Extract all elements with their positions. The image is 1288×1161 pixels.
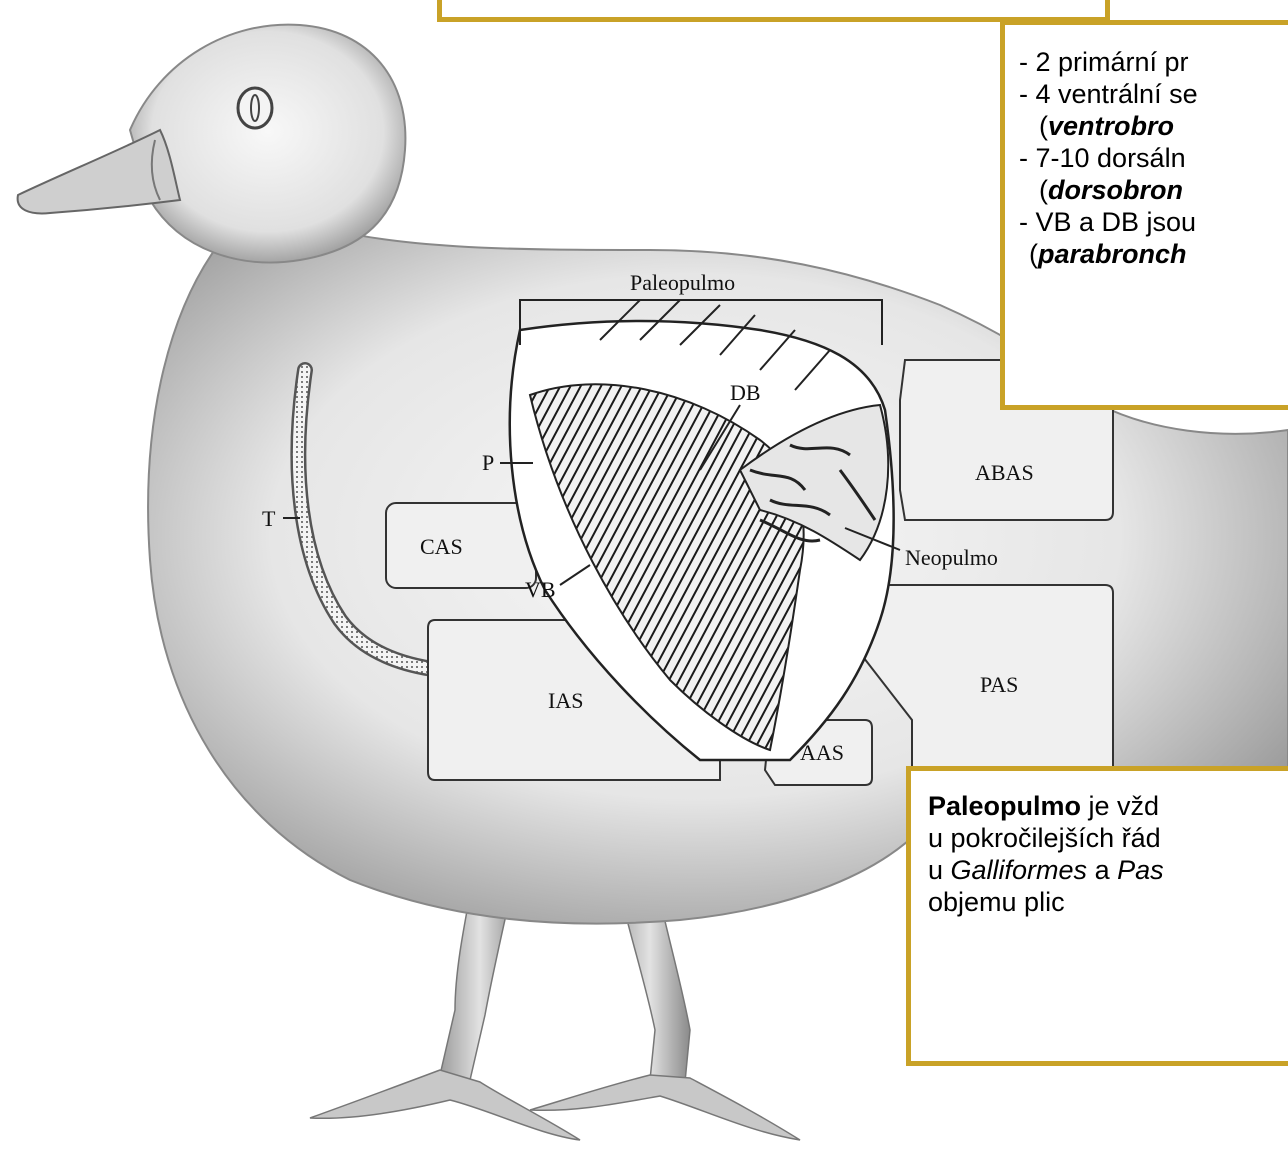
label-paleopulmo: Paleopulmo xyxy=(630,270,735,295)
right-line-3: (ventrobro xyxy=(1019,110,1288,142)
label-vb: VB xyxy=(525,577,556,602)
label-pas: PAS xyxy=(980,672,1018,697)
right-line-2: - 4 ventrální se xyxy=(1019,78,1288,110)
bottom-line-3: u Galliformes a Pas xyxy=(928,854,1288,886)
bottom-line-4: objemu plic xyxy=(928,886,1288,918)
label-p: P xyxy=(482,450,494,475)
right-line-5: (dorsobron xyxy=(1019,174,1288,206)
bird-head xyxy=(18,25,406,263)
label-ias: IAS xyxy=(548,688,583,713)
term-parabronchi: parabronch xyxy=(1038,239,1187,269)
bottom-line-1: Paleopulmo je vžd xyxy=(928,790,1288,822)
label-t: T xyxy=(262,506,276,531)
right-line-1: - 2 primární pr xyxy=(1019,46,1288,78)
taxon-passeriformes: Pas xyxy=(1117,855,1164,885)
right-line-4: - 7-10 dorsáln xyxy=(1019,142,1288,174)
term-ventrobronchi: ventrobro xyxy=(1048,111,1174,141)
label-neopulmo: Neopulmo xyxy=(905,545,998,570)
term-paleopulmo: Paleopulmo xyxy=(928,791,1081,821)
right-text-box: - 2 primární pr - 4 ventrální se (ventro… xyxy=(1000,20,1288,410)
label-abas: ABAS xyxy=(975,460,1034,485)
taxon-galliformes: Galliformes xyxy=(951,855,1088,885)
label-cas: CAS xyxy=(420,534,463,559)
top-text-box xyxy=(437,0,1110,22)
bottom-line-2: u pokročilejších řád xyxy=(928,822,1288,854)
right-line-6: - VB a DB jsou xyxy=(1019,206,1288,238)
bill xyxy=(18,130,180,213)
label-db: DB xyxy=(730,380,761,405)
right-line-7: (parabronch xyxy=(1019,238,1288,270)
label-aas: AAS xyxy=(800,740,844,765)
bottom-text-box: Paleopulmo je vžd u pokročilejších řád u… xyxy=(906,766,1288,1066)
term-dorsobronchi: dorsobron xyxy=(1048,175,1183,205)
